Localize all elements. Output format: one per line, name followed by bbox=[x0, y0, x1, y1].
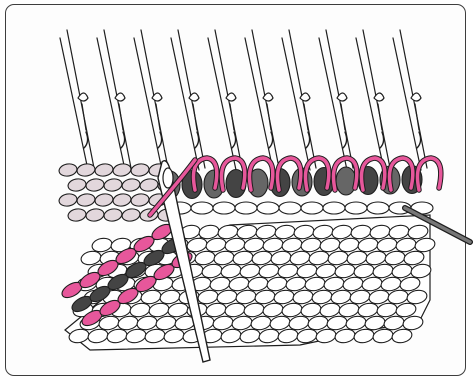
tool-eye bbox=[163, 168, 173, 188]
faded-stitch bbox=[103, 178, 123, 193]
held-stitch bbox=[336, 167, 356, 195]
base-stitch bbox=[279, 202, 301, 214]
faded-stitch bbox=[94, 193, 114, 208]
faded-stitch bbox=[85, 208, 105, 223]
base-stitch bbox=[235, 202, 257, 214]
latch-needle-icon bbox=[97, 30, 131, 170]
faded-stitch bbox=[85, 178, 105, 193]
faded-stitch bbox=[94, 163, 114, 178]
latch-needle-icon bbox=[393, 30, 427, 170]
latch-needle-icon bbox=[245, 30, 279, 170]
latch-needle-icon bbox=[134, 30, 168, 170]
faded-stitch bbox=[112, 193, 132, 208]
latch-needle-icon bbox=[282, 30, 316, 170]
faded-stitch bbox=[76, 193, 96, 208]
base-stitch bbox=[367, 202, 389, 214]
latch-needle-icon bbox=[319, 30, 353, 170]
faded-stitch bbox=[121, 178, 141, 193]
latch-needle-icon bbox=[171, 30, 205, 170]
faded-stitch bbox=[67, 208, 87, 223]
faded-stitch bbox=[58, 163, 78, 178]
faded-stitch bbox=[112, 163, 132, 178]
base-stitch bbox=[301, 202, 323, 214]
faded-stitch bbox=[130, 193, 150, 208]
base-stitch bbox=[213, 202, 235, 214]
latch-needle-icon bbox=[356, 30, 390, 170]
base-stitch bbox=[323, 202, 345, 214]
faded-stitch bbox=[103, 208, 123, 223]
latch-needles bbox=[60, 30, 427, 170]
latch-needle-icon bbox=[60, 30, 94, 170]
faded-stitch bbox=[121, 208, 141, 223]
base-stitch bbox=[257, 202, 279, 214]
base-stitch bbox=[345, 202, 367, 214]
latch-needle-icon bbox=[208, 30, 242, 170]
faded-stitch bbox=[139, 178, 159, 193]
base-stitch bbox=[191, 202, 213, 214]
faded-stitch bbox=[130, 163, 150, 178]
faded-stitch bbox=[58, 193, 78, 208]
faded-stitch bbox=[67, 178, 87, 193]
